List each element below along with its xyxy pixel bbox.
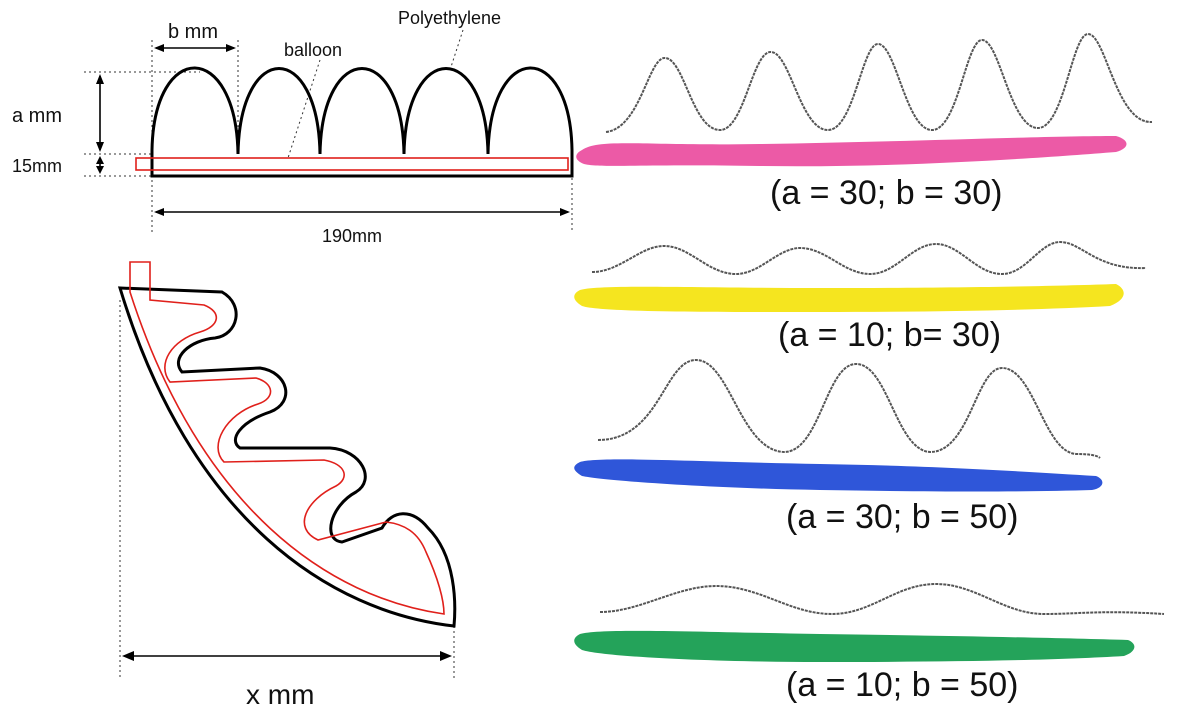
arrow-heads: [96, 44, 570, 216]
sample-4: (a = 10; b = 50): [574, 582, 1165, 704]
balloon-label: balloon: [284, 40, 342, 60]
balloon-strip: [135, 157, 569, 171]
bent-guide-lines: [119, 300, 455, 680]
height-label: 15mm: [12, 156, 62, 176]
x-arrow-right: [440, 651, 452, 661]
width-label: 190mm: [322, 226, 382, 246]
sample-4-balloon: [574, 630, 1135, 662]
sample-2-balloon: [574, 284, 1124, 312]
sample-3-balloon: [574, 459, 1103, 492]
sample-1-string: [605, 32, 1153, 133]
sample-3: (a = 30; b = 50): [574, 358, 1103, 536]
b-dimension-label: b mm: [168, 21, 218, 43]
sample-2: (a = 10; b= 30): [574, 240, 1147, 354]
bent-balloon-outline: [129, 261, 445, 615]
guide-lines: [84, 29, 573, 232]
sample-4-label: (a = 10; b = 50): [786, 666, 1019, 704]
sample-2-string: [591, 240, 1147, 276]
x-arrow-left: [122, 651, 134, 661]
polyethylene-label: Polyethylene: [398, 8, 501, 28]
bent-actuator-outline: [117, 286, 457, 628]
sample-2-label: (a = 10; b= 30): [778, 316, 1001, 354]
top-diagram: b mm balloon Polyethylene a mm 15mm 190m…: [12, 8, 574, 246]
sample-1-label: (a = 30; b = 30): [770, 174, 1003, 212]
dimension-arrows: [99, 47, 568, 213]
sample-4-string: [599, 582, 1165, 616]
sample-1: (a = 30; b = 30): [576, 32, 1153, 212]
arches-outline: [150, 66, 574, 178]
bottom-diagram: x mm: [117, 261, 457, 710]
sample-1-balloon: [576, 136, 1127, 167]
sample-3-string: [597, 358, 1101, 459]
x-dimension-label: x mm: [246, 679, 314, 710]
sample-3-label: (a = 30; b = 50): [786, 498, 1019, 536]
a-dimension-label: a mm: [12, 105, 62, 127]
